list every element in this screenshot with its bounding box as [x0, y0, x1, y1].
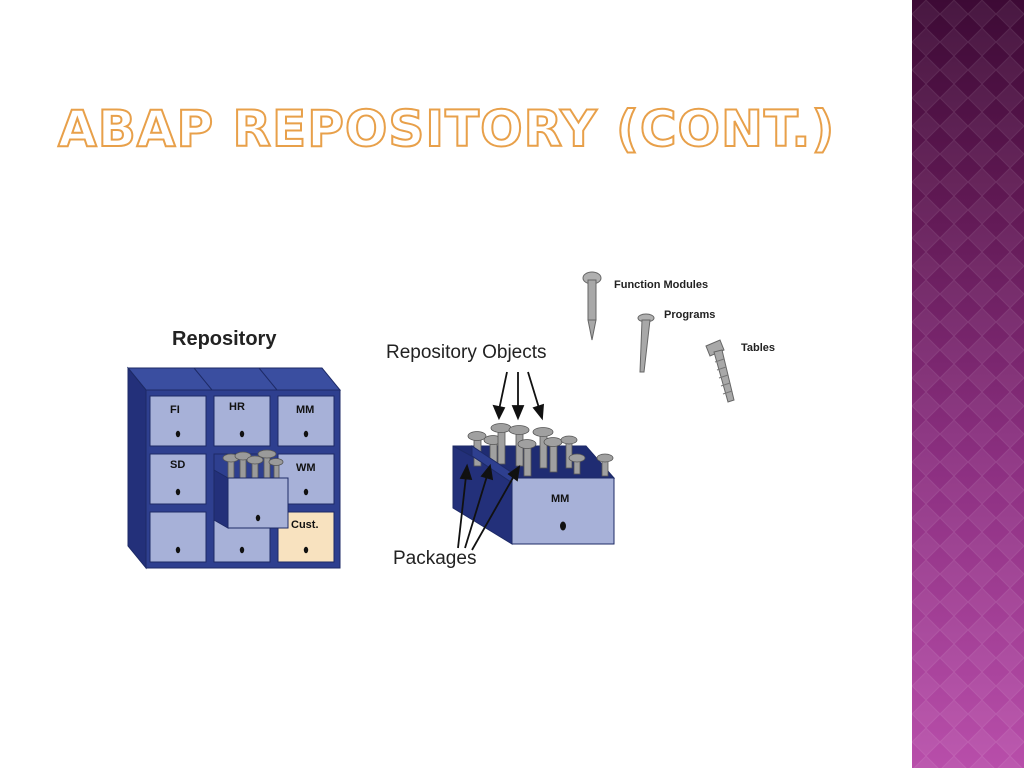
drawer-label-sd: SD	[170, 459, 186, 471]
package-drawer	[452, 423, 616, 545]
drawer-label-wm: WM	[296, 462, 316, 474]
function-module-screw	[582, 271, 602, 341]
drawer-fi	[149, 395, 207, 447]
diamond-pattern	[912, 0, 1024, 768]
package-drawer-label: MM	[551, 493, 570, 505]
table-screw	[705, 339, 735, 403]
package-arrows	[457, 463, 521, 551]
programs-label: Programs	[664, 309, 716, 321]
drawer-label-fi: FI	[170, 404, 180, 416]
drawer-hr	[213, 395, 271, 447]
tables-label: Tables	[741, 342, 776, 354]
slide-title: ABAP Repository (cont.)	[57, 99, 836, 159]
repository-label: Repository	[172, 328, 277, 350]
decorative-side-band	[912, 0, 1024, 768]
drawer-label-hr: HR	[229, 401, 245, 413]
open-drawer	[213, 449, 289, 529]
program-nail	[637, 313, 655, 373]
drawer-label-cust: Cust.	[291, 519, 319, 531]
drawer-mm	[277, 395, 335, 447]
repository-diagram	[126, 271, 735, 570]
packages-label: Packages	[393, 548, 477, 569]
drawer-label-mm: MM	[296, 404, 315, 416]
drawer-empty-1	[149, 511, 207, 563]
object-arrows	[492, 371, 545, 421]
repository-objects-label: Repository Objects	[386, 342, 547, 363]
drawer-sd	[149, 453, 207, 505]
function-modules-label: Function Modules	[614, 279, 709, 291]
